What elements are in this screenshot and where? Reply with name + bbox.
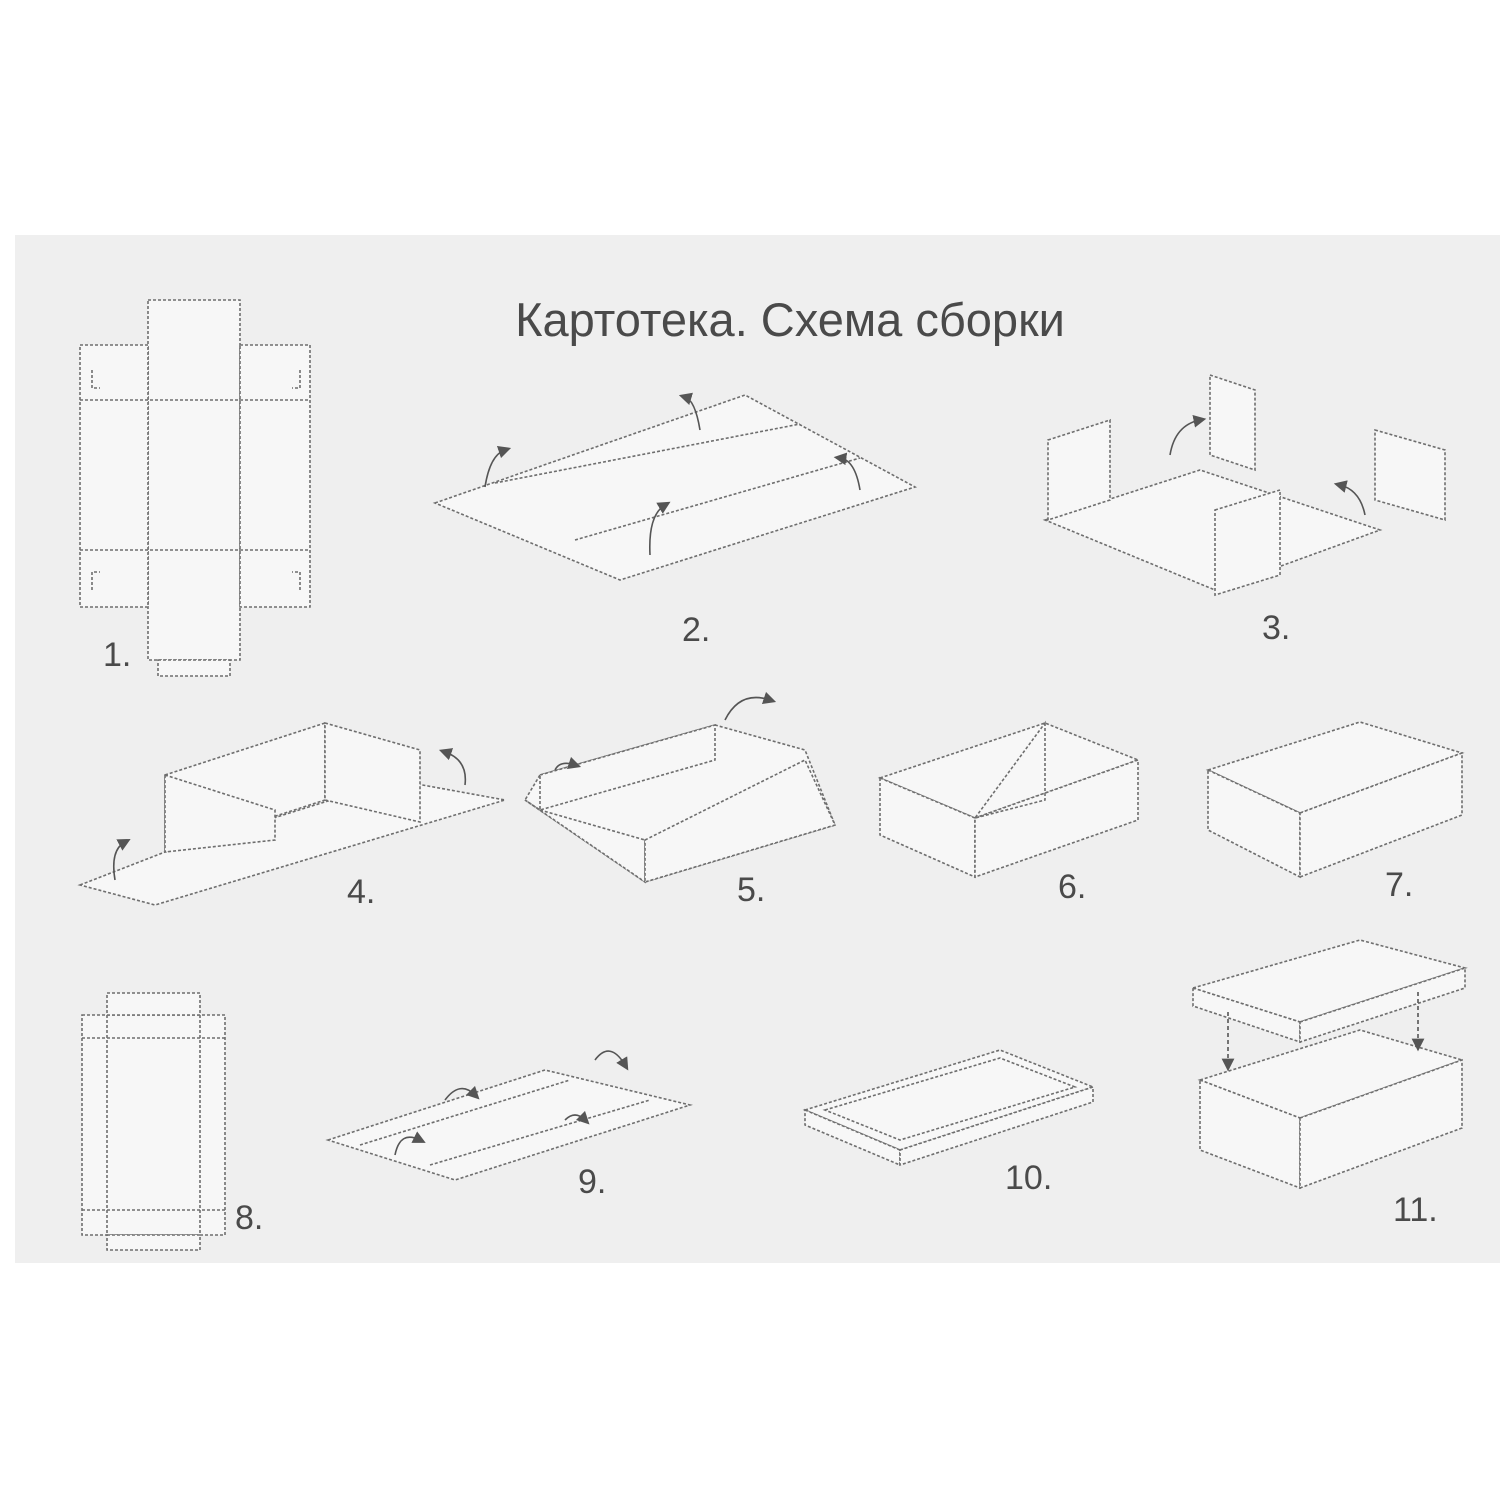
step-3-drawing (1042, 373, 1446, 597)
step-5-label: 5. (737, 871, 766, 909)
step-1-drawing (79, 299, 311, 677)
step-6-drawing (877, 720, 1141, 879)
step-3-label: 3. (1262, 609, 1291, 647)
step-4-label: 4. (347, 873, 376, 911)
page-title: Картотека. Схема сборки (515, 293, 1065, 346)
step-8-drawing (81, 992, 226, 1251)
step-8-label: 8. (235, 1199, 264, 1237)
step-11-label: 11. (1393, 1191, 1438, 1229)
step-2-drawing (432, 392, 918, 581)
step-2-label: 2. (682, 611, 711, 649)
step-9-drawing (325, 1050, 693, 1181)
step-10-drawing (802, 1049, 1096, 1167)
step-5-drawing (523, 691, 837, 884)
step-10-label: 10. (1005, 1159, 1053, 1197)
step-7-drawing (1205, 721, 1465, 879)
step-6-label: 6. (1058, 868, 1087, 906)
step-7-label: 7. (1385, 866, 1414, 904)
step-9-label: 9. (578, 1163, 607, 1201)
step-11-drawing (1190, 939, 1468, 1190)
step-1-label: 1. (103, 636, 132, 674)
step-4-drawing (77, 721, 506, 906)
